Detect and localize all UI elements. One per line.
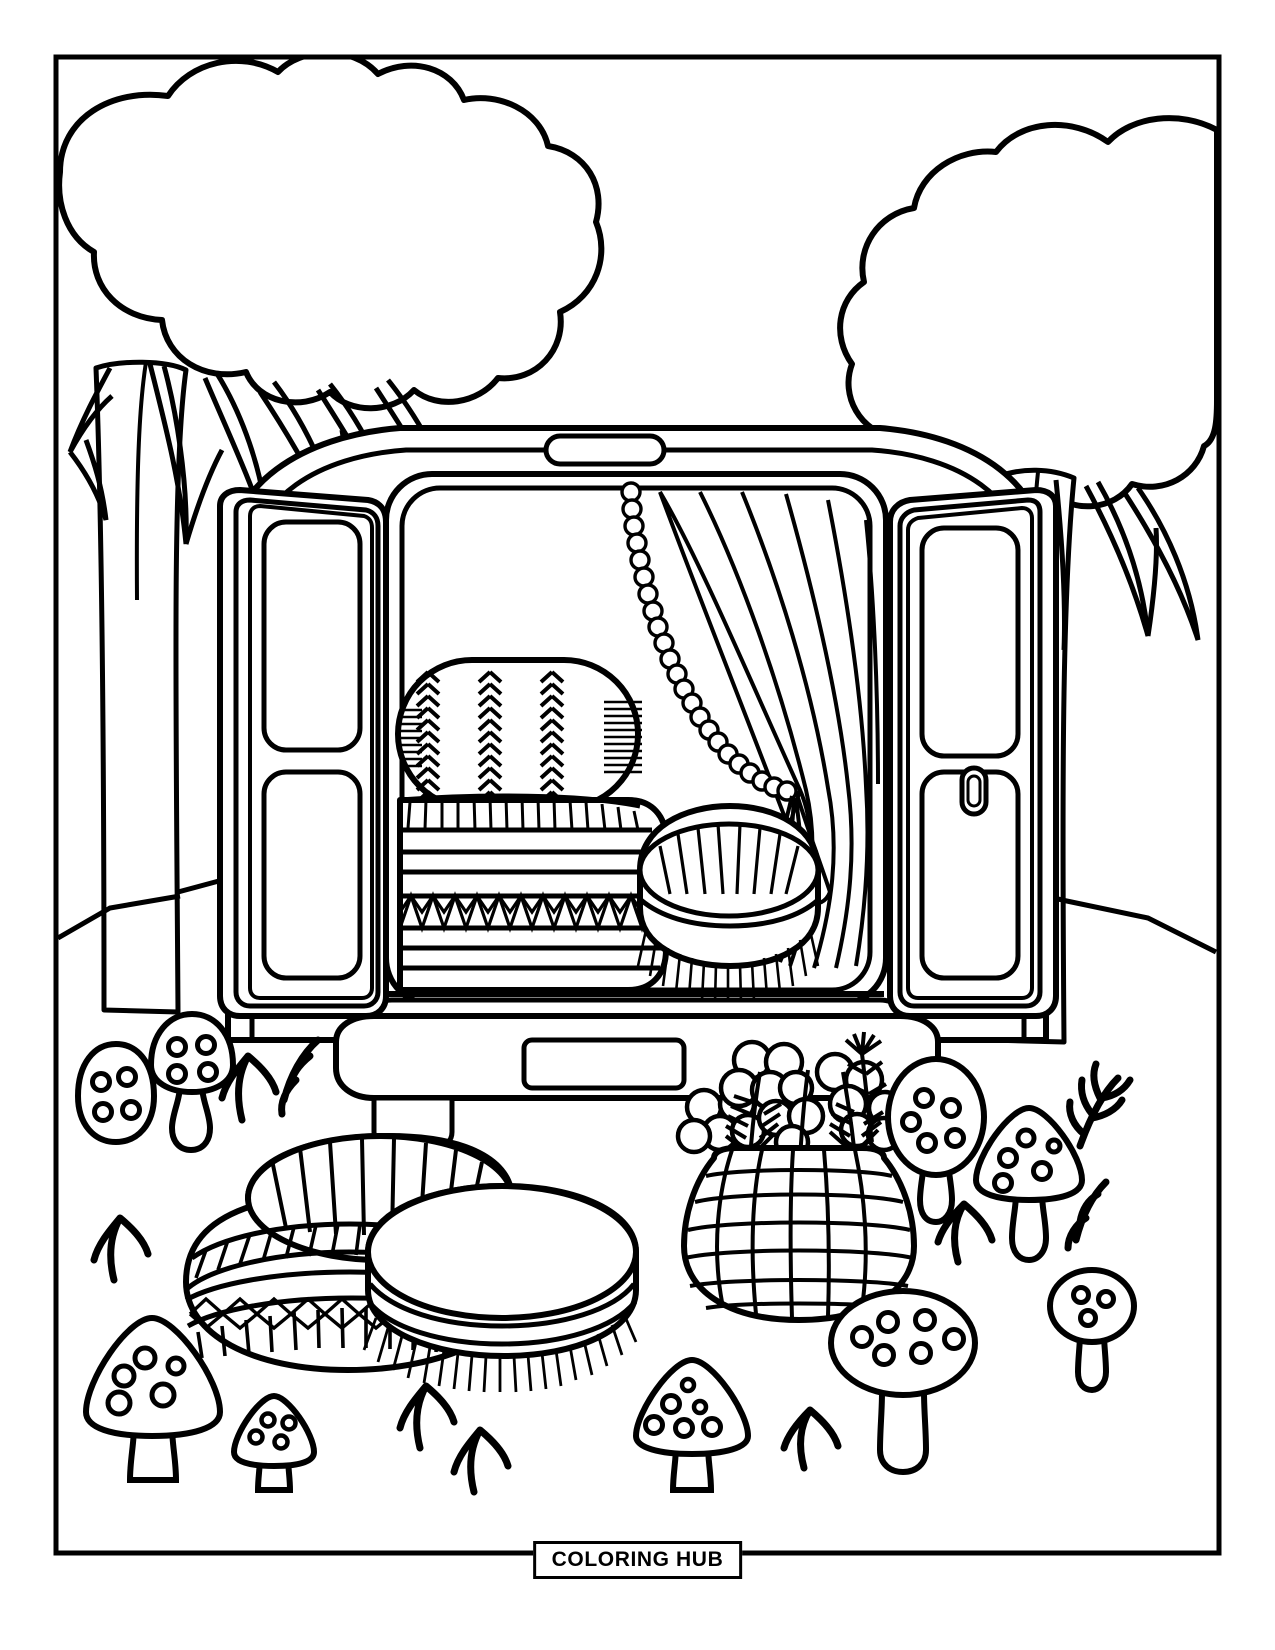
mushroom — [230, 1392, 318, 1493]
roof-light — [543, 433, 667, 467]
flower-basket — [675, 1031, 928, 1323]
mushroom — [82, 1314, 224, 1483]
left-van-door[interactable] — [217, 487, 389, 1019]
tree-left — [58, 59, 605, 1015]
floor-pouf-round — [362, 1183, 639, 1393]
camper-van — [217, 425, 1059, 1151]
mushroom — [1047, 1267, 1137, 1394]
mushroom — [885, 1056, 987, 1226]
bead-tieback — [620, 481, 798, 802]
grass-sprigs — [90, 1036, 1134, 1496]
bolster-pillow — [395, 657, 642, 811]
footer-brand-badge: COLORING HUB — [532, 1541, 743, 1579]
right-van-door[interactable] — [887, 487, 1059, 1019]
license-plate — [521, 1037, 687, 1091]
mushroom — [74, 1040, 158, 1146]
striped-mattress — [397, 793, 669, 993]
mushroom — [147, 1010, 237, 1154]
mushroom — [632, 1356, 752, 1493]
mushroom — [828, 1288, 978, 1476]
mushrooms — [74, 1010, 1137, 1493]
mushroom — [972, 1104, 1086, 1264]
round-pouf-interior — [636, 802, 821, 1004]
